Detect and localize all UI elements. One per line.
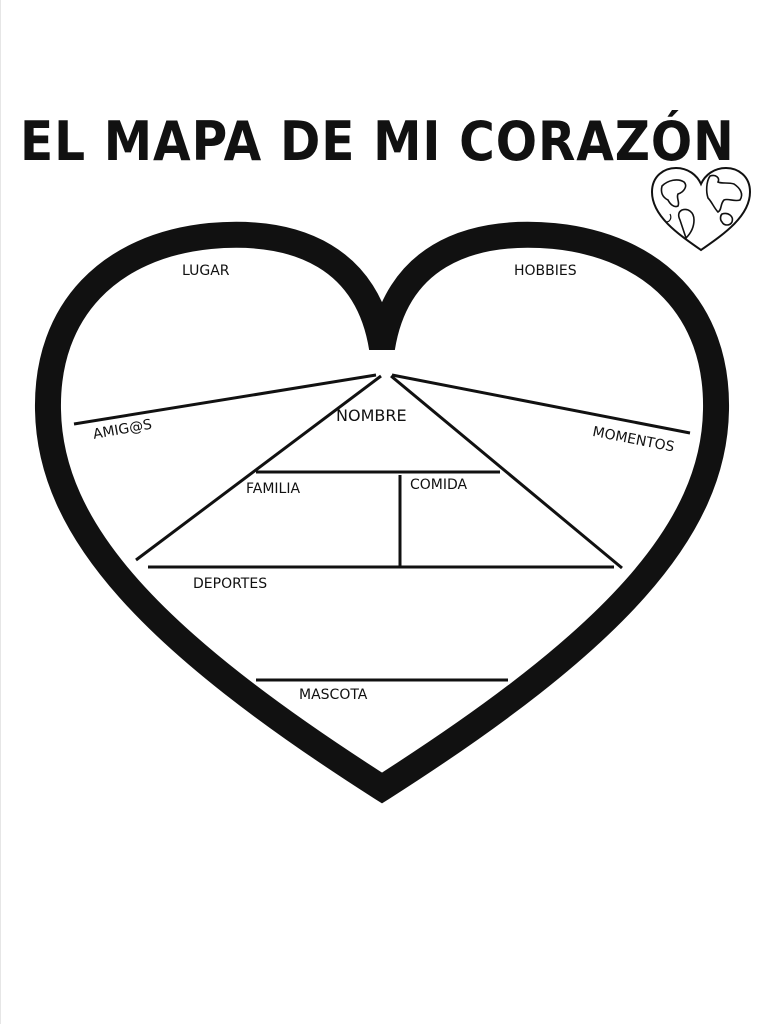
page-edge <box>0 0 1 1024</box>
divider-left <box>73 373 377 426</box>
heart-outline <box>34 221 730 804</box>
label-deportes: DEPORTES <box>193 576 268 592</box>
label-hobbies: HOBBIES <box>514 263 577 279</box>
label-comida: COMIDA <box>410 477 468 493</box>
worksheet-title: EL MAPA DE MI CORAZÓN <box>20 110 735 173</box>
label-familia: FAMILIA <box>246 481 301 497</box>
label-lugar: LUGAR <box>182 263 230 279</box>
divider-right <box>391 373 691 435</box>
label-nombre: NOMBRE <box>336 406 407 425</box>
pyramid-right-edge <box>390 374 623 570</box>
label-mascota: MASCOTA <box>299 687 368 703</box>
pyramid-left-edge <box>135 374 382 562</box>
heart-shaped-globe-icon <box>650 166 752 252</box>
